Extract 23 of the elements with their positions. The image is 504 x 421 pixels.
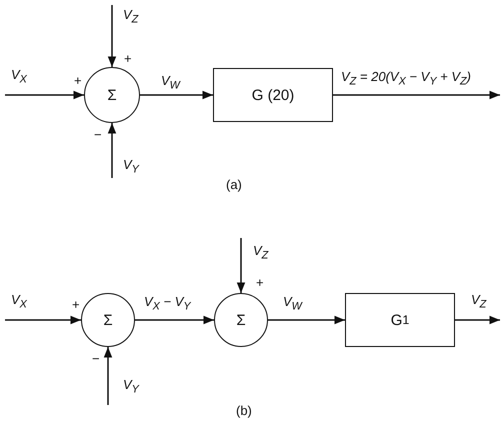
summing-junction: Σ xyxy=(214,293,268,347)
arrow xyxy=(268,316,345,324)
figure-caption: (a) xyxy=(226,178,242,192)
arrow xyxy=(333,90,500,100)
sign-label: + xyxy=(256,276,264,290)
arrow xyxy=(236,238,246,293)
summing-junction: Σ xyxy=(81,293,135,347)
arrow xyxy=(455,316,500,324)
arrow xyxy=(135,316,214,324)
arrow xyxy=(104,347,112,405)
arrow xyxy=(5,316,81,324)
arrow xyxy=(5,90,84,100)
sign-label: − xyxy=(94,128,102,142)
arrow xyxy=(108,5,116,67)
sign-label: + xyxy=(72,298,80,312)
sign-label: − xyxy=(92,352,100,366)
sign-label: + xyxy=(74,74,82,88)
arrow xyxy=(108,123,116,178)
gain-block: G (20) xyxy=(213,68,333,122)
sign-label: + xyxy=(124,52,132,66)
summing-junction: Σ xyxy=(84,67,140,123)
arrow xyxy=(140,90,213,100)
figure-caption: (b) xyxy=(236,404,252,418)
